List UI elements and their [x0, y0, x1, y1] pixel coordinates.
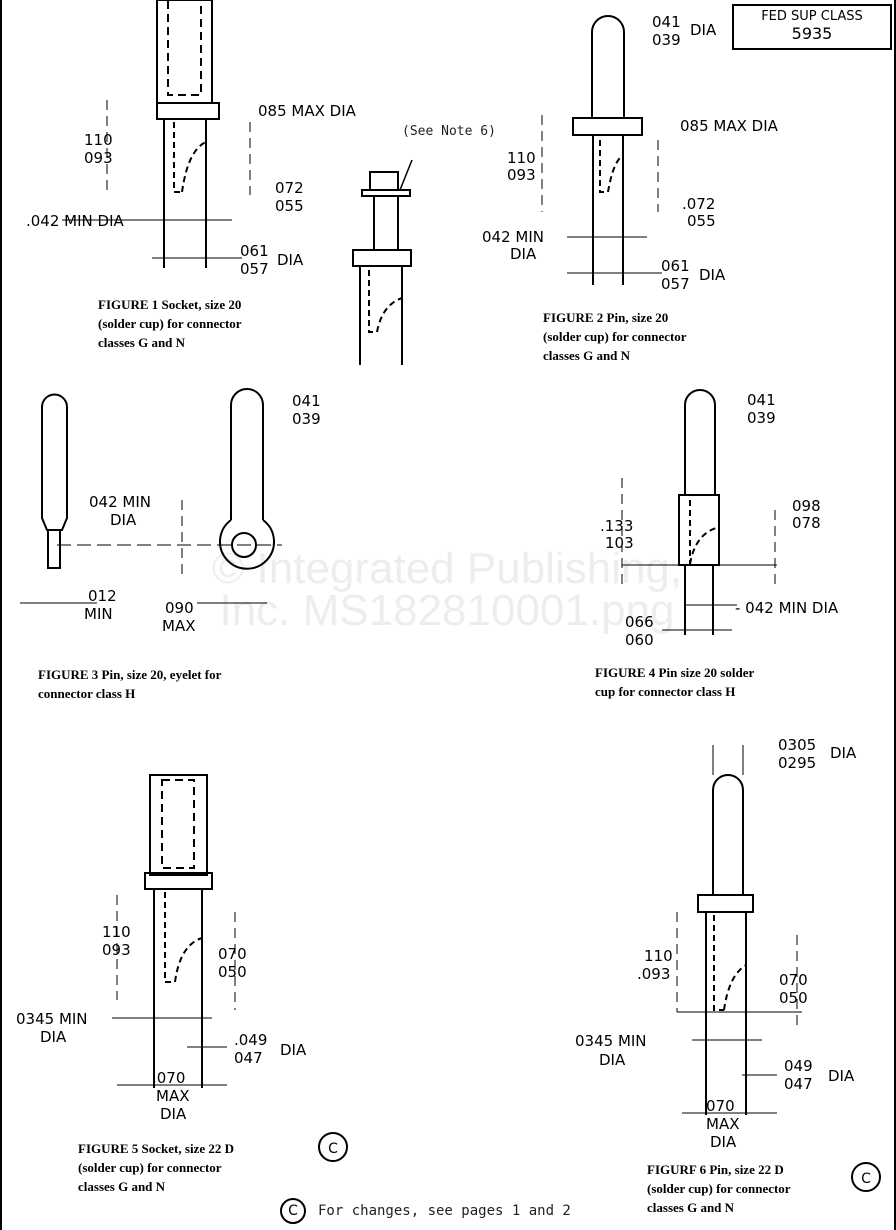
fig4-tip-min: 039 — [747, 409, 776, 427]
fed-sup-class-label: FED SUP CLASS — [761, 9, 863, 24]
fig6-cut-min: 050 — [779, 989, 808, 1007]
fig4-cup-max: .133 — [600, 517, 634, 535]
fig2-tip-min: 039 — [652, 31, 681, 49]
fig3-min-dia-unit: DIA — [110, 511, 137, 529]
fig6-depth-max: 110 — [644, 947, 673, 965]
fig3-eyelet-unit: MAX — [162, 617, 196, 635]
fig6-max-dia-l3: DIA — [710, 1133, 737, 1151]
figure1-socket-drawing — [62, 0, 251, 268]
fig4-od-min: 060 — [625, 631, 654, 649]
fig2-od-min: 057 — [661, 275, 690, 293]
fig5-change-mark: C — [318, 1132, 348, 1162]
fig4-min-dia: - 042 MIN DIA — [735, 599, 839, 617]
fig5-max-dia: .070 — [152, 1069, 186, 1087]
fig6-tip-max: 0305 — [778, 736, 817, 754]
fig5-depth-max: 110 — [102, 923, 131, 941]
fig5-max-dia-l2: MAX — [156, 1087, 190, 1105]
fig5-cut-max: 070 — [218, 945, 247, 963]
fig2-cut-max: .072 — [682, 195, 716, 213]
fig4-od-max: 066 — [625, 613, 654, 631]
fig1-depth-max: 110 — [84, 131, 113, 149]
fig5-cut-min: 050 — [218, 963, 247, 981]
fig6-min-dia: 0345 MIN — [575, 1032, 647, 1050]
fig5-od-min: 047 — [234, 1049, 263, 1067]
fig6-max-dia-l2: MAX — [706, 1115, 740, 1133]
fig6-max-dia: 070 — [706, 1097, 735, 1115]
fig5-min-dia-unit: DIA — [40, 1028, 67, 1046]
fig4-cup-min: 103 — [605, 534, 634, 552]
fig6-min-dia-unit: DIA — [599, 1051, 626, 1069]
fig6-tip-unit: DIA — [830, 744, 857, 762]
fig1-max-dia: 085 MAX DIA — [258, 102, 356, 120]
fig6-depth-min: .093 — [637, 965, 671, 983]
fig2-min-dia-unit: DIA — [510, 245, 537, 263]
fig2-cut-min: 055 — [687, 212, 716, 230]
fig3-tip-max: 041 — [292, 392, 321, 410]
fig3-tip-min: 039 — [292, 410, 321, 428]
figure4-caption: FIGURE 4 Pin size 20 solder cup for conn… — [595, 665, 755, 699]
fig1-cut-max: 072 — [275, 179, 304, 197]
fig6-od-min: 047 — [784, 1075, 813, 1093]
fig6-change-mark: C — [851, 1162, 881, 1192]
figure3-caption: FIGURE 3 Pin, size 20, eyelet for connec… — [38, 667, 222, 701]
footer-change-mark: C — [280, 1198, 306, 1224]
fig3-tab-unit: MIN — [84, 605, 113, 623]
fig2-tip-unit: DIA — [690, 21, 717, 39]
fig3-min-dia: 042 MIN — [89, 493, 151, 511]
fed-sup-class-value: 5935 — [791, 24, 833, 43]
figure5-socket-drawing — [112, 774, 236, 1088]
watermark: © Integrated Publishing, Inc. MS18281000… — [211, 544, 683, 635]
fed-sup-class-box: FED SUP CLASS 5935 — [732, 4, 892, 50]
fig2-od-max: 061 — [661, 257, 690, 275]
figure4-pin-drawing — [621, 389, 777, 635]
fig5-min-dia: 0345 MIN — [16, 1010, 88, 1028]
fig5-depth-min: 093 — [102, 941, 131, 959]
note6-detail-drawing — [352, 159, 413, 365]
figure1-caption: FIGURE 1 Socket, size 20 (solder cup) fo… — [98, 297, 242, 350]
fig6-cut-max: 070 — [779, 971, 808, 989]
fig2-tip-max: 041 — [652, 13, 681, 31]
fig1-cut-min: 055 — [275, 197, 304, 215]
figure2-caption: FIGURE 2 Pin, size 20 (solder cup) for c… — [543, 310, 687, 363]
figure6-pin-drawing — [676, 745, 802, 1115]
footer-change-note: For changes, see pages 1 and 2 — [318, 1203, 571, 1219]
fig1-min-dia: .042 MIN DIA — [26, 212, 124, 230]
fig4-cut-max: 098 — [792, 497, 821, 515]
fig5-od-max: .049 — [234, 1031, 268, 1049]
fig5-max-dia-l3: DIA — [160, 1105, 187, 1123]
fig1-od-min: 057 — [240, 260, 269, 278]
figure6-caption: FIGURF 6 Pin, size 22 D (solder cup) for… — [647, 1162, 791, 1215]
figure3-eyelet-drawing — [20, 388, 282, 604]
fig4-tip-max: 041 — [747, 391, 776, 409]
fig2-depth-min: 093 — [507, 166, 536, 184]
note-callout: (See Note 6) — [402, 124, 496, 139]
figure2-pin-drawing — [541, 15, 662, 285]
fig3-tab: 012 — [88, 587, 117, 605]
fig1-od-max: 061 — [240, 242, 269, 260]
fig1-depth-min: 093 — [84, 149, 113, 167]
fig6-tip-min: 0295 — [778, 754, 817, 772]
fig2-min-dia: 042 MIN — [482, 228, 544, 246]
fig3-eyelet: 090 — [165, 599, 194, 617]
fig4-cut-min: 078 — [792, 514, 821, 532]
fig2-depth-max: 110 — [507, 149, 536, 167]
fig2-max-dia: 085 MAX DIA — [680, 117, 778, 135]
fig6-od-unit: DIA — [828, 1067, 855, 1085]
figure5-caption: FIGURE 5 Socket, size 22 D (solder cup) … — [78, 1141, 234, 1194]
fig2-od-unit: DIA — [699, 266, 726, 284]
fig5-od-unit: DIA — [280, 1041, 307, 1059]
fig1-od-unit: DIA — [277, 251, 304, 269]
fig6-od-max: 049 — [784, 1057, 813, 1075]
